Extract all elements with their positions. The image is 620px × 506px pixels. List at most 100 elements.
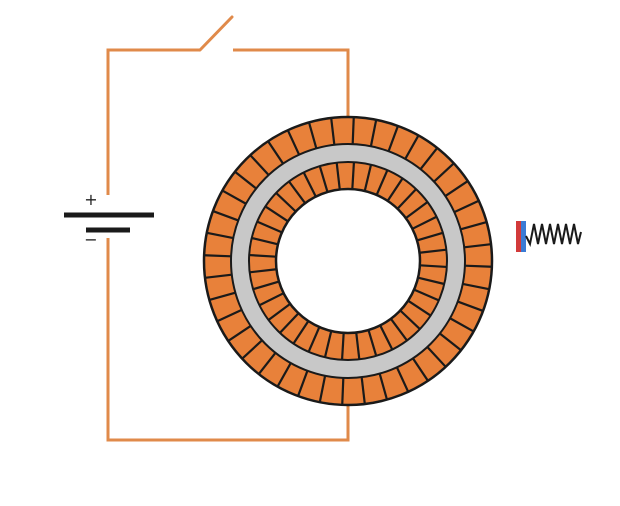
spring-icon (525, 223, 582, 248)
winding-divider (204, 254, 232, 258)
winding-divider (363, 164, 373, 192)
winding-divider (419, 248, 447, 254)
winding-divider (444, 180, 469, 197)
winding-divider (251, 236, 279, 246)
winding-divider (399, 309, 421, 330)
winding-divider (453, 199, 480, 214)
winding-divider (249, 253, 277, 258)
outer-coil-ring (205, 118, 491, 404)
winding-divider (340, 332, 345, 360)
winding-divider (407, 299, 432, 317)
winding-divider (307, 326, 321, 353)
winding-divider (318, 165, 329, 193)
outline-inner-hole (274, 187, 422, 335)
winding-divider (464, 264, 492, 268)
magnet-blue-pole (521, 221, 526, 252)
winding-divider (369, 119, 378, 147)
winding-divider (264, 205, 289, 223)
winding-divider (390, 318, 408, 342)
winding-divider (330, 117, 336, 145)
winding-divider (412, 357, 429, 382)
winding-divider (378, 373, 389, 400)
winding-divider (426, 346, 447, 368)
toroid-coil (202, 115, 494, 407)
winding-divider (351, 162, 356, 190)
inner-coil-ring (249, 162, 447, 360)
winding-divider (395, 366, 410, 393)
winding-divider (379, 324, 394, 351)
winding-divider (387, 125, 399, 152)
winding-divider (252, 280, 280, 291)
winding-divider (411, 215, 438, 230)
winding-divider (292, 320, 310, 345)
winding-divider (341, 377, 345, 405)
winding-divider (375, 169, 389, 196)
winding-divider (258, 292, 285, 307)
winding-divider (464, 243, 492, 249)
winding-divider (227, 325, 252, 342)
winding-divider (209, 291, 236, 302)
outline-inner-coil-outer-edge (248, 161, 448, 361)
winding-divider (307, 122, 318, 149)
winding-divider (404, 134, 420, 160)
battery-plus-sign: + (84, 190, 97, 209)
wire-left-bottom (106, 238, 350, 442)
winding-divider (416, 231, 444, 242)
winding-divider (413, 288, 440, 302)
winding-divider (279, 312, 300, 334)
winding-divider (462, 282, 490, 291)
winding-divider (335, 162, 341, 190)
winding-divider (286, 129, 301, 156)
winding-divider (267, 303, 291, 321)
outline-outer-coil-inner-edge (230, 143, 466, 379)
winding-divider (267, 140, 284, 165)
wire-left-top (106, 48, 200, 195)
switch-lever (198, 15, 234, 52)
winding-divider (212, 210, 239, 222)
winding-divider (288, 180, 306, 204)
winding-divider (360, 377, 366, 405)
winding-divider (206, 231, 234, 240)
winding-divider (433, 162, 455, 183)
outer-winding-dividers (204, 117, 492, 405)
toroid-outlines (202, 115, 494, 407)
wire-switch-to-coil (233, 48, 350, 118)
winding-divider (367, 329, 378, 357)
iron-core-ring (231, 144, 465, 378)
winding-divider (234, 170, 257, 190)
winding-divider (355, 332, 361, 360)
winding-divider (249, 268, 277, 274)
winding-divider (216, 308, 243, 323)
winding-divider (439, 332, 462, 352)
circuit-wires (106, 48, 350, 442)
winding-divider (460, 220, 487, 231)
winding-divider (241, 339, 263, 360)
winding-divider (417, 276, 445, 286)
winding-divider (419, 264, 447, 269)
winding-divider (323, 330, 333, 358)
magnet-with-spring (516, 221, 582, 252)
magnet-red-pole (516, 221, 521, 252)
battery-minus-sign: − (84, 230, 97, 249)
winding-divider (257, 352, 277, 375)
winding-divider (204, 273, 232, 279)
battery: + − (64, 190, 154, 249)
winding-divider (457, 300, 484, 312)
winding-divider (386, 177, 404, 202)
winding-divider (275, 192, 297, 213)
winding-divider (419, 147, 439, 170)
inner-winding-dividers (249, 162, 447, 360)
winding-divider (405, 201, 429, 219)
winding-divider (302, 171, 317, 198)
winding-divider (221, 189, 247, 205)
winding-divider (318, 375, 327, 403)
outline-outer-edge (202, 115, 494, 407)
winding-divider (351, 117, 355, 145)
winding-divider (256, 220, 283, 234)
winding-divider (449, 317, 475, 333)
winding-divider (276, 362, 292, 388)
winding-divider (396, 188, 417, 210)
winding-divider (249, 154, 270, 176)
winding-divider (297, 370, 309, 397)
